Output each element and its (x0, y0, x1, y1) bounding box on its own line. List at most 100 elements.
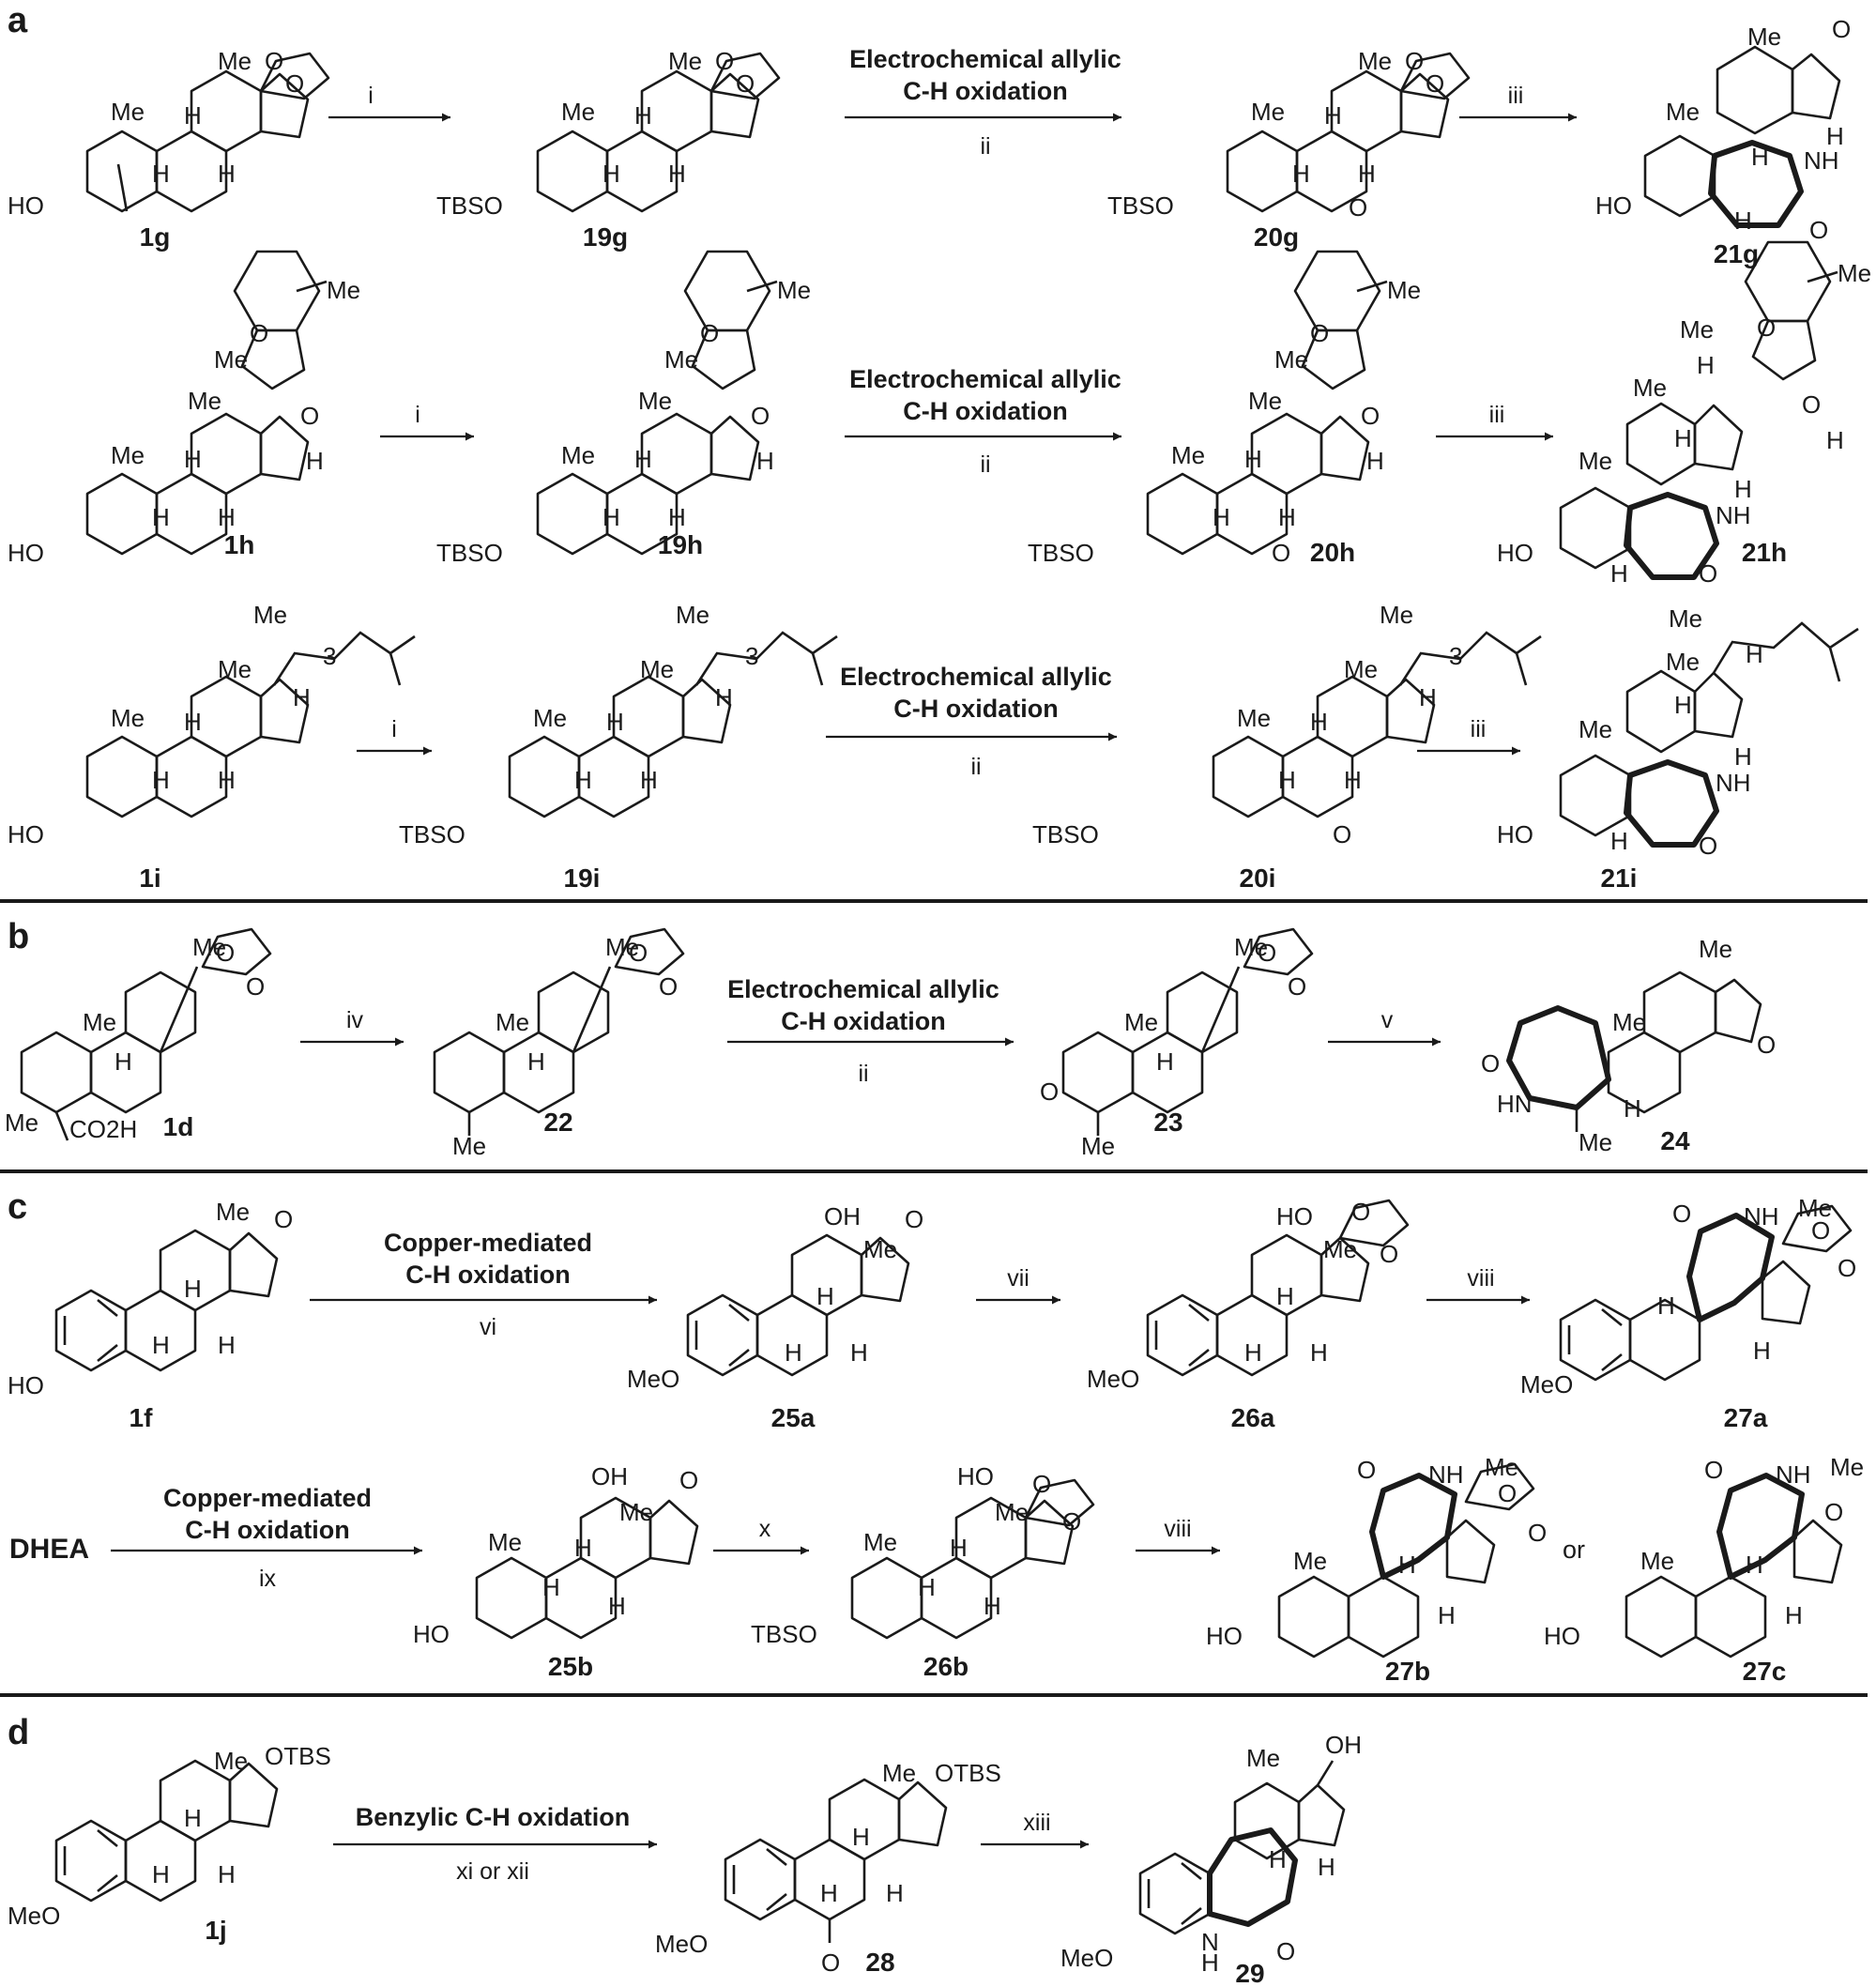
svg-text:Me: Me (214, 345, 248, 374)
svg-text:H: H (1213, 503, 1230, 531)
svg-text:HN: HN (1497, 1090, 1533, 1118)
label-21i: 21i (1601, 864, 1638, 893)
reagent-i-row3: i (391, 716, 397, 742)
svg-text:Me: Me (638, 387, 672, 415)
svg-text:H: H (1657, 1292, 1675, 1320)
svg-text:O: O (1802, 390, 1821, 419)
svg-text:3: 3 (1449, 642, 1462, 670)
svg-text:Me: Me (1234, 933, 1268, 961)
label-1f: 1f (130, 1403, 154, 1432)
svg-text:H: H (1310, 1338, 1328, 1367)
svg-text:H: H (820, 1879, 838, 1907)
svg-text:Me: Me (863, 1528, 897, 1556)
svg-text:H: H (1292, 160, 1310, 188)
svg-text:HO: HO (8, 1371, 44, 1399)
svg-text:H: H (218, 766, 236, 794)
svg-text:O: O (1276, 1937, 1295, 1965)
svg-text:H: H (1366, 447, 1384, 475)
svg-text:H: H (918, 1573, 936, 1601)
svg-text:N: N (1201, 1928, 1219, 1956)
svg-text:H: H (1156, 1047, 1174, 1076)
svg-text:H: H (1310, 708, 1328, 736)
svg-text:O: O (1426, 69, 1444, 98)
svg-text:O: O (285, 69, 304, 98)
svg-text:O: O (1288, 972, 1306, 1001)
svg-text:Me: Me (214, 1747, 248, 1775)
svg-text:TBSO: TBSO (751, 1620, 817, 1648)
svg-text:Me: Me (1680, 315, 1714, 344)
structure-26a: MeO HO Me O O H H H (1087, 1198, 1410, 1393)
svg-text:H: H (527, 1047, 545, 1076)
reagent-iii-row1: iii (1508, 83, 1524, 109)
structure-19i: TBSO Me Me Me H 3 H H H (399, 601, 839, 848)
svg-text:Me: Me (668, 47, 702, 75)
svg-text:Me: Me (111, 704, 145, 732)
svg-text:O: O (300, 402, 319, 430)
svg-text:O: O (1757, 313, 1776, 342)
reagent-ii-row2: ii (980, 451, 990, 478)
label-26b: 26b (923, 1652, 969, 1681)
svg-text:O: O (1811, 1216, 1830, 1245)
svg-text:MeO: MeO (627, 1365, 679, 1393)
svg-text:O: O (1310, 319, 1329, 347)
svg-text:H: H (602, 503, 620, 531)
svg-text:O: O (1351, 1198, 1370, 1226)
svg-text:H: H (218, 160, 236, 188)
structure-24: O HN Me Me O H Me (1481, 935, 1776, 1156)
svg-text:H: H (574, 1534, 592, 1562)
svg-text:H: H (886, 1879, 904, 1907)
svg-text:MeO: MeO (1060, 1944, 1113, 1972)
svg-text:H: H (1419, 683, 1437, 711)
reagent-ii-b: ii (858, 1061, 868, 1087)
reagent-viii-c1: viii (1467, 1265, 1494, 1292)
svg-text:OH: OH (824, 1202, 861, 1230)
svg-text:HO: HO (1544, 1622, 1580, 1650)
svg-text:Me: Me (1237, 704, 1271, 732)
label-19i: 19i (564, 864, 601, 893)
svg-text:H: H (1244, 445, 1262, 473)
label-27a: 27a (1724, 1403, 1768, 1432)
svg-text:O: O (1349, 193, 1367, 222)
label-25a: 25a (771, 1403, 816, 1432)
svg-text:O: O (1699, 559, 1717, 588)
svg-text:Me: Me (1666, 648, 1700, 676)
svg-text:O: O (1405, 47, 1424, 75)
svg-text:Me: Me (561, 98, 595, 126)
svg-text:Me: Me (253, 601, 287, 629)
svg-text:H: H (114, 1047, 132, 1076)
svg-text:O: O (751, 402, 770, 430)
svg-text:O: O (1357, 1456, 1376, 1484)
svg-text:NH: NH (1776, 1460, 1811, 1489)
svg-text:H: H (152, 1331, 170, 1359)
svg-text:Me: Me (111, 441, 145, 469)
svg-text:O: O (1481, 1049, 1500, 1078)
svg-text:H: H (1398, 1551, 1416, 1579)
svg-text:TBSO: TBSO (436, 539, 503, 567)
svg-text:H: H (1734, 475, 1752, 503)
svg-text:Me: Me (1612, 1008, 1646, 1036)
svg-text:H: H (785, 1338, 802, 1367)
label-22: 22 (543, 1108, 572, 1137)
svg-text:Me: Me (218, 47, 252, 75)
svg-text:H: H (574, 766, 592, 794)
structure-20g: TBSO Me Me H H H O O O (1107, 47, 1471, 222)
svg-text:H: H (1358, 160, 1376, 188)
svg-text:Me: Me (1640, 1547, 1674, 1575)
svg-text:O: O (1699, 832, 1717, 860)
reagent-iii-row2: iii (1489, 402, 1505, 428)
svg-text:H: H (293, 683, 311, 711)
svg-text:O: O (821, 1949, 840, 1977)
svg-text:Me: Me (1344, 655, 1378, 683)
svg-text:H: H (184, 101, 202, 130)
svg-text:H: H (152, 160, 170, 188)
svg-text:OH: OH (1325, 1731, 1362, 1759)
structure-28: MeO Me OTBS H H H O (655, 1759, 1001, 1977)
reaction-electro-row2-l1: Electrochemical allylic (849, 365, 1121, 393)
structure-27a: MeO O NH Me O O H H (1520, 1194, 1856, 1399)
svg-text:H: H (152, 766, 170, 794)
structure-19h: TBSO Me Me Me Me O O H H H H (436, 250, 811, 567)
svg-text:Me: Me (452, 1132, 486, 1160)
svg-text:Me: Me (83, 1008, 116, 1036)
svg-text:Me: Me (1485, 1453, 1518, 1481)
structure-1h: HO Me Me Me Me O O H H H H (8, 250, 360, 567)
